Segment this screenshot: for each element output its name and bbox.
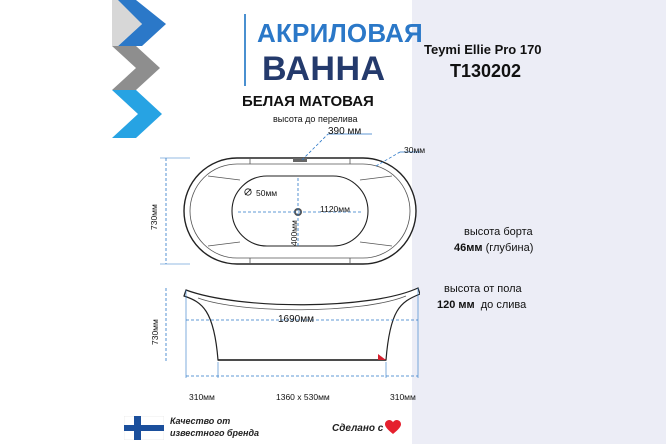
rim-width-label: 30мм [404,145,426,155]
finland-flag-icon [124,416,164,440]
made-with-text: Сделано с [332,423,384,434]
rim-height-line: 46мм (глубина) [454,242,533,254]
model-name: Teymi Ellie Pro 170 [424,42,542,57]
title-accent-bar [244,14,246,86]
left-offset-label: 310мм [189,392,215,402]
rim-height-suffix: (глубина) [485,242,534,254]
rim-height-label: высота борта [464,226,533,238]
right-offset-label: 310мм [390,392,416,402]
side-view-drawing [165,287,420,378]
floor-height-label: высота от пола [444,283,522,295]
right-panel [412,0,666,444]
quality-badge: Качество от известного бренда [170,415,259,439]
model-code: T130202 [450,61,522,81]
floor-height-suffix: до слива [480,299,527,311]
outer-width-label: 730мм [149,204,159,230]
quality-line-1: Качество от [170,416,231,426]
title-line-2: ВАННА [262,50,386,88]
overflow-height-label: высота до перелива [273,114,358,124]
base-size-label: 1360 x 530мм [276,392,330,402]
title-line-1: АКРИЛОВАЯ [257,18,423,48]
drain-diameter-label: 50мм [256,188,278,198]
top-view-drawing [160,133,420,265]
floor-height-line: 120 мм до слива [437,299,526,311]
heart-icon [385,420,401,434]
overflow-height-value: 390 мм [328,126,362,137]
subtitle: БЕЛАЯ МАТОВАЯ [242,93,374,110]
floor-height-value: 120 мм [437,299,475,311]
inner-width-label: 400мм [289,220,299,246]
quality-line-2: известного бренда [170,428,260,438]
side-length-label: 1690мм [278,314,314,325]
side-height-label: 730мм [150,319,160,345]
rim-height-value: 46мм [454,242,483,254]
decorative-chevrons [112,0,166,138]
inner-length-label: 1120мм [320,204,350,214]
